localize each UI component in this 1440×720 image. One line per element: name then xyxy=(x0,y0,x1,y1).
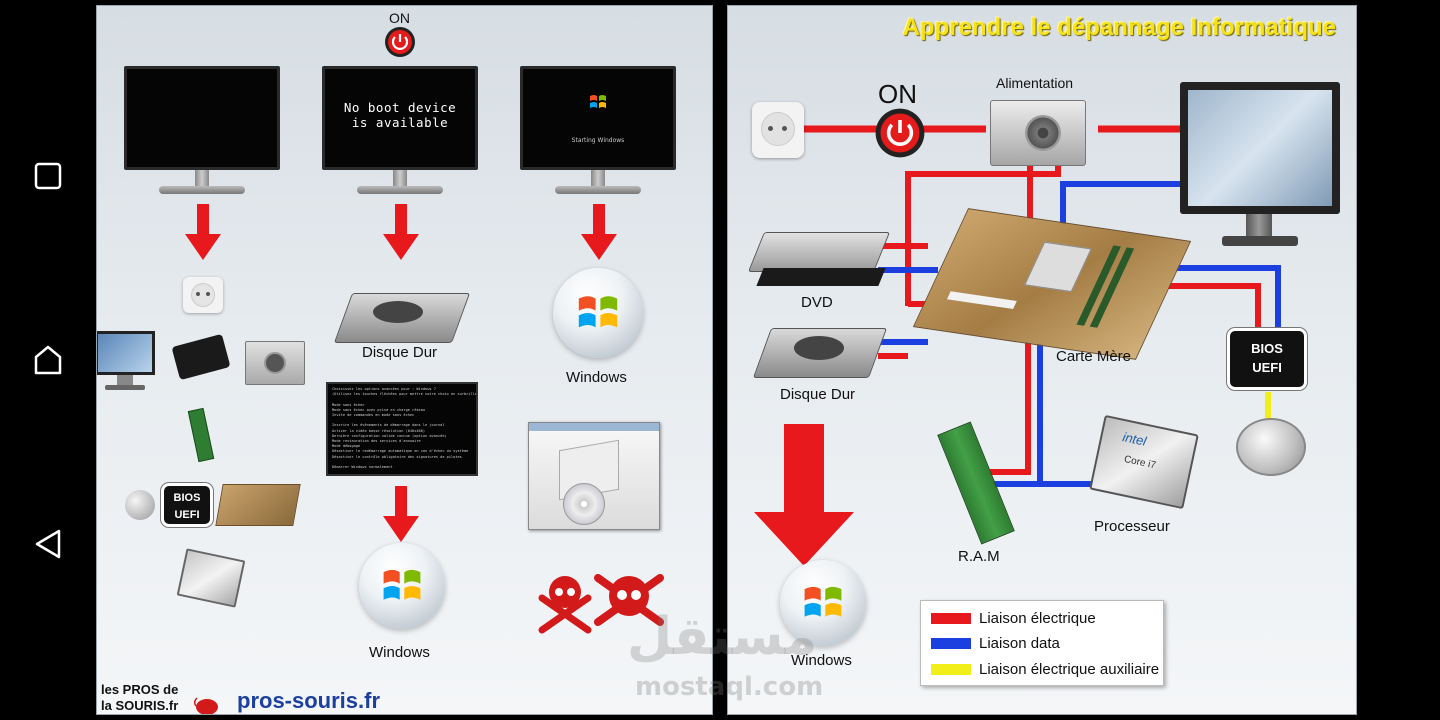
legend-label: Liaison électrique auxiliaire xyxy=(979,661,1160,678)
windows-logo-icon xyxy=(804,586,842,617)
power-button-icon xyxy=(385,27,415,57)
skull-icon xyxy=(538,576,592,634)
boot-menu-line: Mode sans échec xyxy=(332,402,365,407)
legend-item: Liaison data xyxy=(931,635,1060,652)
screen-edge xyxy=(1360,0,1440,720)
boot-menu-line: Choisissez les options avancées pour : W… xyxy=(332,387,436,391)
boot-menu-line: Mode sans échec avec prise en charge rés… xyxy=(332,407,426,412)
hard-disk-icon xyxy=(333,293,471,343)
image-stage: ON No boot device is available xyxy=(82,0,1360,720)
bios-text: BIOS xyxy=(173,492,201,504)
legend-item: Liaison électrique xyxy=(931,610,1096,627)
red-arrow-down-icon xyxy=(383,204,419,260)
psu-icon xyxy=(990,100,1086,166)
uefi-text: UEFI xyxy=(1252,360,1282,375)
boot-menu-line: Démarrer Windows normalement xyxy=(332,465,393,470)
square-icon[interactable] xyxy=(26,154,70,198)
boot-menu-line: Mode restauration des services d'annuair… xyxy=(332,439,421,444)
mouse-icon xyxy=(193,697,218,714)
windows-logo-icon xyxy=(383,569,421,600)
legend-label: Liaison data xyxy=(979,635,1060,652)
watermark-arabic: مستقل xyxy=(627,607,818,667)
power-button-icon xyxy=(875,108,925,158)
windows-orb-icon xyxy=(553,268,643,358)
bios-uefi-badge: BIOS UEFI xyxy=(1227,328,1307,390)
no-boot-message: No boot device is available xyxy=(343,100,457,130)
hdd-label: Disque Dur xyxy=(780,386,856,403)
boot-menu-line: Inscrire les événements de démarrage dan… xyxy=(332,423,445,428)
legend-swatch-yellow xyxy=(931,664,971,675)
boot-menu-line: Désactiver le redémarrage automatique en… xyxy=(332,449,469,454)
triangle-back-icon[interactable] xyxy=(26,522,70,566)
skull-icon xyxy=(594,574,664,626)
boot-menu-screen: Choisissez les options avancées pour : W… xyxy=(326,382,478,476)
boot-menu-line: Invite de commandes en mode sans échec xyxy=(332,413,415,418)
cpu-model: Core i7 xyxy=(1122,453,1157,472)
legend-swatch-red xyxy=(931,613,971,624)
uefi-text: UEFI xyxy=(174,509,200,521)
legend: Liaison électrique Liaison data Liaison … xyxy=(920,600,1164,686)
windows-label: Windows xyxy=(791,652,852,669)
on-label: ON xyxy=(878,79,917,109)
cpu-icon xyxy=(176,548,246,608)
windows-orb-icon xyxy=(780,560,866,646)
legend-item: Liaison électrique auxiliaire xyxy=(931,661,1159,678)
hdd-label: Disque Dur xyxy=(362,344,438,361)
cpu-brand: intel xyxy=(1121,429,1148,449)
ram-label: R.A.M xyxy=(958,548,1000,565)
boot-scenarios-panel: ON No boot device is available xyxy=(96,5,713,715)
wall-socket-icon xyxy=(183,277,223,313)
red-arrow-down-icon xyxy=(581,204,617,260)
power-adapter-icon xyxy=(171,333,231,381)
site-link[interactable]: pros-souris.fr xyxy=(237,688,381,713)
legend-swatch-blue xyxy=(931,638,971,649)
windows-orb-icon xyxy=(359,543,445,629)
wiring-diagram xyxy=(754,125,1281,566)
brand-logo-text: les PROS de la SOURIS.fr xyxy=(101,682,179,713)
software-install-icon xyxy=(528,422,660,530)
motherboard-label: Carte Mère xyxy=(1056,348,1132,365)
windows-label: Windows xyxy=(369,644,430,661)
psu-label: Alimentation xyxy=(996,75,1074,91)
starting-windows-text: Starting Windows xyxy=(571,137,625,144)
cpu-label: Processeur xyxy=(1094,518,1170,535)
page-title: Apprendre le dépannage Informatique xyxy=(902,14,1336,41)
red-arrow-down-icon xyxy=(383,486,419,542)
hardware-diagram-panel: Apprendre le dépannage Informatique xyxy=(727,5,1357,715)
dvd-drive-icon xyxy=(747,232,891,290)
boot-menu-line: Mode débogage xyxy=(332,444,361,449)
wall-socket-icon xyxy=(752,102,804,158)
cmos-battery-icon xyxy=(1236,418,1306,476)
boot-menu-line: Dernière configuration valide connue (op… xyxy=(332,433,447,438)
dvd-label: DVD xyxy=(801,294,833,311)
motherboard-icon xyxy=(215,484,301,526)
circle-icon[interactable] xyxy=(26,338,70,382)
ram-stick-icon xyxy=(187,407,215,463)
bios-uefi-badge: BIOS UEFI xyxy=(161,483,213,527)
android-nav-bar xyxy=(0,0,82,720)
boot-menu-line: Désactiver le contrôle obligatoire des s… xyxy=(332,454,462,459)
cmos-battery-icon xyxy=(125,490,155,520)
watermark-latin: mostaql.com xyxy=(635,672,824,702)
boot-menu-line: (Utilisez les touches fléchées pour mett… xyxy=(332,392,478,397)
windows-label: Windows xyxy=(566,369,627,386)
on-label: ON xyxy=(389,10,410,26)
red-arrow-down-icon xyxy=(185,204,221,260)
hard-disk-icon xyxy=(752,328,888,378)
psu-icon xyxy=(245,341,305,385)
legend-label: Liaison électrique xyxy=(979,610,1096,627)
windows-logo-icon xyxy=(578,296,618,328)
windows-logo-icon xyxy=(590,95,606,108)
boot-menu-line: Activer la vidéo basse résolution (640x4… xyxy=(332,428,426,433)
bios-text: BIOS xyxy=(1251,341,1283,356)
